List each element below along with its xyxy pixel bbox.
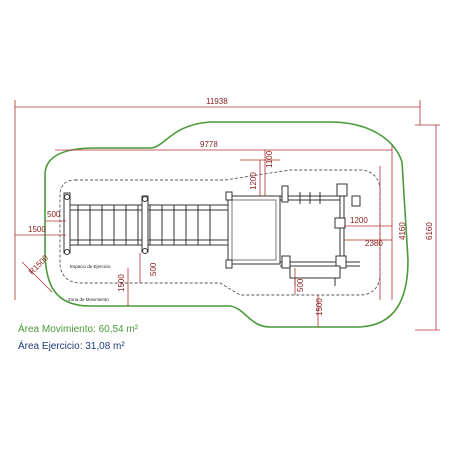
- movement-zone-label: Zona de Movimiento: [68, 297, 109, 302]
- dim-500-mid: 500: [149, 262, 158, 276]
- dim-4160: 4160: [398, 222, 407, 240]
- ladder-structure: [63, 192, 229, 255]
- dim-6160: 6160: [425, 222, 434, 240]
- main-structure: [225, 183, 361, 286]
- dim-1500-bottom: 1500: [315, 298, 324, 316]
- dim-1500-mid: 1500: [117, 274, 126, 292]
- dim-inner-width: 9778: [200, 140, 218, 149]
- dim-2380: 2380: [365, 239, 383, 248]
- dim-1100: 1100: [265, 150, 274, 168]
- dim-1200-top: 1200: [249, 172, 258, 190]
- movement-zone-outline: [44, 121, 409, 328]
- dim-1500-left: 1500: [28, 225, 46, 234]
- dim-1200-right: 1200: [350, 216, 368, 225]
- dim-500-left: 500: [47, 210, 61, 219]
- exercise-zone-outline: [59, 169, 381, 296]
- exercise-zone-label: Espacio de Ejercicio: [70, 264, 111, 269]
- legend-movement-area: Área Movimiento: 60,54 m²: [18, 324, 139, 335]
- dimension-lines: [14, 100, 440, 331]
- dim-500-bottom: 500: [296, 278, 305, 292]
- dim-overall-width: 11938: [206, 97, 228, 106]
- legend-exercise-area: Área Ejercicio: 31,08 m²: [18, 341, 125, 352]
